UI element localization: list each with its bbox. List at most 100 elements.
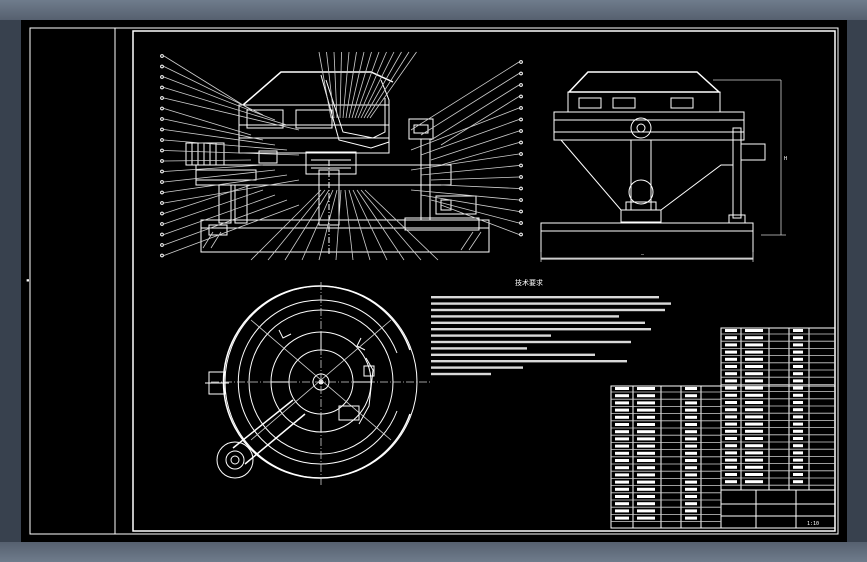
notes-line [431,315,619,318]
parts-cell-text [685,430,697,434]
leader-balloon [160,201,164,205]
parts-cell-text [685,415,697,419]
parts-cell-text [615,401,629,405]
leader-line [250,189,322,261]
leader-line [430,199,520,224]
parts-cell-text [615,408,629,412]
leader-balloon [160,54,164,58]
parts-cell-text [793,336,803,340]
parts-cell-text [793,473,803,476]
parts-cell-text [615,516,629,520]
notes-line [431,372,491,376]
parts-cell-text [637,387,655,390]
parts-cell-text [745,386,763,390]
leader-line [369,51,417,119]
leader-line [440,184,520,189]
leader-line [351,51,372,119]
notes-line [431,366,523,369]
parts-cell-text [685,495,697,498]
parts-cell-text [685,444,697,448]
parts-cell-text [685,516,697,520]
leader-line [163,159,252,162]
notes-line [431,334,551,337]
leader-balloon [160,148,164,153]
notes-line [431,347,527,350]
parts-cell-text [637,487,655,491]
parts-cell-text [793,379,803,383]
inner-frame [132,30,836,532]
parts-cell-text [725,422,737,426]
leader-balloon [160,253,164,258]
parts-cell-text [745,415,763,419]
parts-cell-text [793,437,803,440]
leader-line [360,189,422,261]
leader-line [348,51,365,119]
parts-cell-text [745,465,763,469]
leader-line [326,51,335,119]
leader-balloon [160,169,164,174]
parts-cell-text [793,429,803,433]
parts-cell-text [615,387,629,390]
leader-line [333,51,338,119]
parts-cell-text [793,465,803,469]
parts-cell-text [745,379,763,383]
leader-line [163,66,264,116]
parts-cell-text [637,473,655,477]
leader-line [354,51,380,119]
parts-cell-text [615,423,629,426]
front-view-leader-lines [160,51,523,261]
parts-cell-text [725,401,737,404]
notes-line [431,360,627,363]
leader-balloon [519,106,523,110]
leader-balloon [519,186,523,191]
leader-line [420,165,520,176]
parts-cell-text [637,509,655,513]
parts-cell-text [725,336,737,340]
parts-cell-text [615,502,629,506]
drawing-sheet[interactable]: ▪ [21,20,847,542]
leader-balloon [519,163,523,168]
parts-cell-text [685,487,697,491]
leader-line [163,199,288,246]
parts-cell-text [615,444,629,448]
parts-cell-text [725,329,737,332]
parts-cell-text [793,357,803,361]
parts-cell-text [725,458,737,462]
leader-balloon [160,159,164,163]
leader-line [163,76,276,121]
left-cursor-marker: ▪ [26,277,30,284]
parts-cell-text [745,343,763,347]
tech-requirements-heading: 技术要求 [515,278,543,287]
leader-line [363,51,402,119]
leader-line [163,194,276,235]
height-dimension-label: Н [784,156,787,162]
parts-cell-text [725,386,737,390]
side-elevation-view: Н — [540,71,787,262]
parts-cell-text [615,509,629,513]
parts-cell-text [637,430,655,434]
parts-cell-text [793,480,803,484]
leader-line [410,61,520,131]
parts-cell-text [745,372,763,376]
leader-balloon [519,71,523,76]
leader-balloon [519,129,523,133]
leader-line [357,51,387,119]
leader-line [356,189,405,261]
parts-cell-text [725,473,737,476]
parts-cell-text [615,437,629,441]
parts-cell-text [637,394,655,398]
notes-line [431,308,665,312]
parts-cell-text [637,408,655,412]
parts-cell-text [637,495,655,498]
notes-text-lines [431,296,671,376]
leader-balloon [519,117,523,122]
leader-balloon [519,221,523,225]
parts-cell-text [793,415,803,419]
notes-line [431,296,659,299]
leader-line [267,189,326,261]
drawing-canvas: ▪ [26,27,839,535]
parts-cell-text [793,401,803,404]
parts-cell-text [685,509,697,513]
parts-cell-text [793,372,803,376]
